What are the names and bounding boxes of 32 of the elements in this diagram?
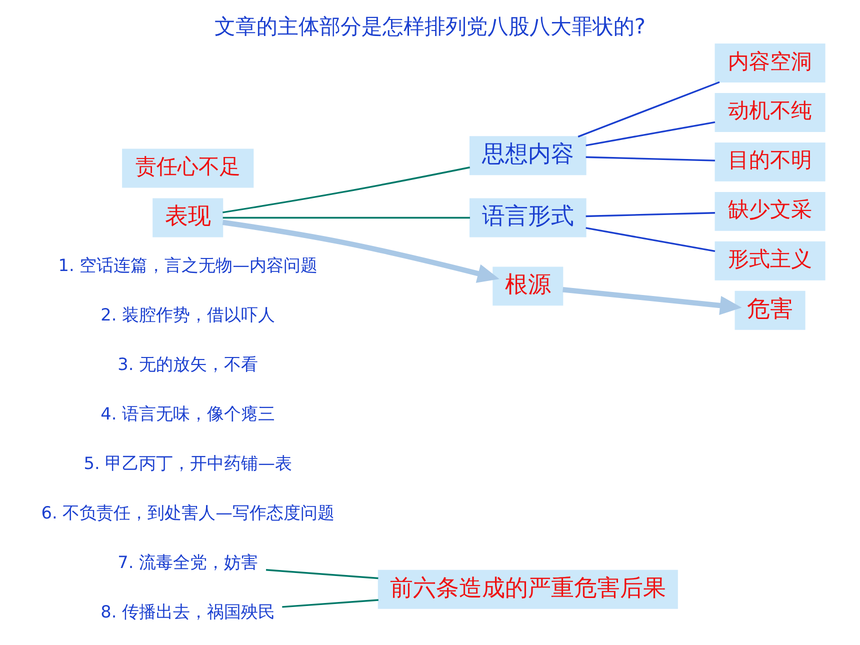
node-box: 根源	[492, 266, 564, 306]
node-box: 危害	[734, 290, 806, 330]
node-text: 4. 语言无味，像个瘪三	[100, 404, 276, 424]
node-text: 6. 不负责任，到处害人—写作态度问题	[41, 502, 334, 523]
connector	[586, 227, 716, 252]
node-box: 目的不明	[714, 142, 826, 182]
node-box: 缺少文采	[714, 192, 826, 231]
node-text: 3. 无的放矢，不看	[118, 354, 258, 374]
connector	[282, 599, 378, 608]
node-box: 动机不纯	[714, 93, 826, 132]
connector	[222, 166, 470, 214]
node-box: 责任心不足	[122, 148, 254, 188]
node-box: 前六条造成的严重危害后果	[378, 570, 678, 609]
connector	[586, 121, 716, 146]
connector	[266, 569, 378, 580]
connector	[578, 81, 720, 138]
node-text: 5. 甲乙丙丁，开中药铺—表	[84, 453, 292, 474]
diagram-title: 文章的主体部分是怎样排列党八股八大罪状的?	[214, 14, 646, 39]
arrow	[562, 286, 742, 315]
connector	[586, 212, 715, 218]
node-box: 形式主义	[714, 241, 826, 280]
connector	[222, 216, 470, 219]
node-box: 内容空洞	[714, 44, 826, 82]
node-text: 2. 装腔作势，借以吓人	[100, 304, 276, 325]
node-box: 思想内容	[469, 136, 586, 176]
arrow	[222, 220, 500, 283]
node-text: 1. 空话连篇，言之无物—内容问题	[58, 255, 318, 276]
node-text: 7. 流毒全党，妨害	[118, 552, 258, 572]
connector	[586, 156, 715, 162]
node-text: 8. 传播出去，祸国殃民	[100, 602, 276, 622]
node-box: 语言形式	[469, 198, 586, 238]
node-box: 表现	[152, 198, 224, 238]
